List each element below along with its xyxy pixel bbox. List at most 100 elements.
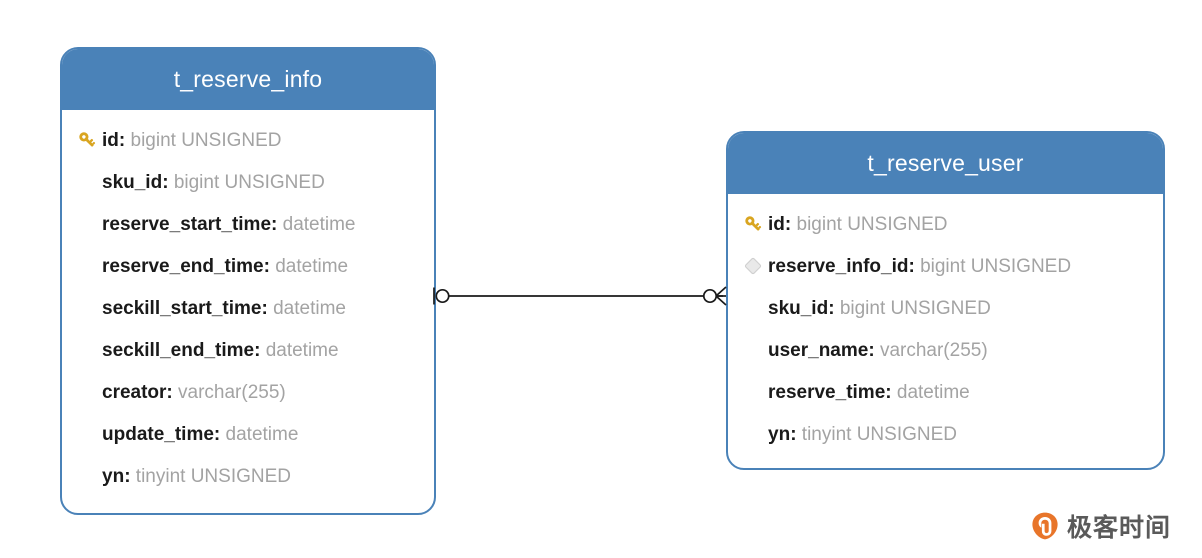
- field-name: yn: [102, 465, 125, 487]
- field-row[interactable]: update_time: datetime: [62, 413, 434, 455]
- field-text: update_time: datetime: [102, 425, 298, 444]
- field-name: creator: [102, 381, 167, 403]
- circle-crowsfoot-icon: [702, 286, 727, 306]
- entity-header: t_reserve_info: [62, 49, 434, 110]
- field-separator: :: [790, 423, 802, 445]
- foreign-key-icon: [744, 257, 762, 275]
- field-row[interactable]: yn: tinyint UNSIGNED: [62, 455, 434, 497]
- field-row[interactable]: reserve_time: datetime: [728, 371, 1163, 413]
- field-separator: :: [166, 381, 179, 403]
- field-type: datetime: [265, 339, 339, 361]
- field-separator: :: [263, 255, 276, 277]
- field-type: varchar(255): [178, 381, 286, 403]
- field-separator: :: [784, 213, 797, 235]
- field-separator: :: [868, 339, 880, 361]
- field-text: reserve_info_id: bigint UNSIGNED: [768, 257, 1071, 276]
- field-icon-placeholder: [72, 339, 102, 361]
- field-icon-placeholder: [738, 297, 768, 319]
- field-separator: :: [254, 339, 266, 361]
- field-name: sku_id: [768, 297, 829, 319]
- field-name: user_name: [768, 339, 869, 361]
- primary-key-icon: [72, 129, 102, 151]
- field-row[interactable]: reserve_end_time: datetime: [62, 245, 434, 287]
- field-text: yn: tinyint UNSIGNED: [768, 425, 957, 444]
- field-row[interactable]: yn: tinyint UNSIGNED: [728, 413, 1163, 455]
- field-row[interactable]: reserve_start_time: datetime: [62, 203, 434, 245]
- field-separator: :: [162, 171, 174, 193]
- field-name: reserve_start_time: [102, 213, 272, 235]
- field-icon-placeholder: [72, 171, 102, 193]
- field-type: bigint UNSIGNED: [173, 171, 325, 193]
- field-type: bigint UNSIGNED: [839, 297, 991, 319]
- relationship-connector-t-reserve-info-to-t-reserve-user[interactable]: [414, 274, 748, 318]
- field-type: datetime: [225, 423, 299, 445]
- geektime-logo-icon: [1032, 512, 1058, 540]
- field-separator: :: [271, 213, 283, 235]
- field-text: id: bigint UNSIGNED: [102, 131, 282, 150]
- field-text: seckill_start_time: datetime: [102, 299, 346, 318]
- field-icon-placeholder: [72, 297, 102, 319]
- field-row[interactable]: seckill_end_time: datetime: [62, 329, 434, 371]
- field-text: id: bigint UNSIGNED: [768, 215, 948, 234]
- field-text: reserve_time: datetime: [768, 383, 970, 402]
- field-text: sku_id: bigint UNSIGNED: [768, 299, 991, 318]
- field-name: seckill_start_time: [102, 297, 262, 319]
- field-icon-placeholder: [738, 339, 768, 361]
- field-icon-placeholder: [72, 213, 102, 235]
- field-type: datetime: [275, 255, 349, 277]
- field-row[interactable]: id: bigint UNSIGNED: [728, 203, 1163, 245]
- field-separator: :: [908, 255, 921, 277]
- field-type: datetime: [273, 297, 346, 319]
- field-name: seckill_end_time: [102, 339, 255, 361]
- field-type: tinyint UNSIGNED: [135, 465, 291, 487]
- foreign-key-icon: [738, 255, 768, 277]
- field-icon-placeholder: [738, 381, 768, 403]
- field-text: seckill_end_time: datetime: [102, 341, 339, 360]
- field-name: reserve_time: [768, 381, 886, 403]
- entity-header: t_reserve_user: [728, 133, 1163, 194]
- field-text: yn: tinyint UNSIGNED: [102, 467, 291, 486]
- field-row[interactable]: sku_id: bigint UNSIGNED: [728, 287, 1163, 329]
- entity-title: t_reserve_user: [867, 150, 1024, 176]
- bar-circle-icon: [433, 287, 450, 305]
- primary-key-icon: [745, 216, 762, 231]
- field-separator: :: [828, 297, 840, 319]
- field-name: id: [768, 213, 785, 235]
- field-separator: :: [261, 297, 274, 319]
- field-text: creator: varchar(255): [102, 383, 286, 402]
- field-text: reserve_end_time: datetime: [102, 257, 348, 276]
- field-type: datetime: [896, 381, 970, 403]
- field-separator: :: [213, 423, 226, 445]
- field-icon-placeholder: [72, 381, 102, 403]
- field-name: update_time: [102, 423, 214, 445]
- field-row[interactable]: creator: varchar(255): [62, 371, 434, 413]
- watermark: 极客时间: [1030, 508, 1171, 544]
- field-separator: :: [124, 465, 136, 487]
- field-name: reserve_end_time: [102, 255, 264, 277]
- field-type: tinyint UNSIGNED: [801, 423, 957, 445]
- field-row[interactable]: id: bigint UNSIGNED: [62, 119, 434, 161]
- field-text: reserve_start_time: datetime: [102, 215, 356, 234]
- field-type: varchar(255): [879, 339, 988, 361]
- field-row[interactable]: reserve_info_id: bigint UNSIGNED: [728, 245, 1163, 287]
- field-icon-placeholder: [738, 423, 768, 445]
- field-icon-placeholder: [72, 465, 102, 487]
- field-row[interactable]: seckill_start_time: datetime: [62, 287, 434, 329]
- field-row[interactable]: sku_id: bigint UNSIGNED: [62, 161, 434, 203]
- entity-title: t_reserve_info: [173, 66, 323, 92]
- field-name: id: [102, 129, 119, 151]
- field-row[interactable]: user_name: varchar(255): [728, 329, 1163, 371]
- field-type: bigint UNSIGNED: [920, 255, 1072, 277]
- field-name: sku_id: [102, 171, 163, 193]
- primary-key-icon: [79, 132, 96, 147]
- field-name: reserve_info_id: [768, 255, 909, 277]
- field-text: user_name: varchar(255): [768, 341, 988, 360]
- field-separator: :: [118, 129, 131, 151]
- field-type: bigint UNSIGNED: [130, 129, 282, 151]
- field-icon-placeholder: [72, 423, 102, 445]
